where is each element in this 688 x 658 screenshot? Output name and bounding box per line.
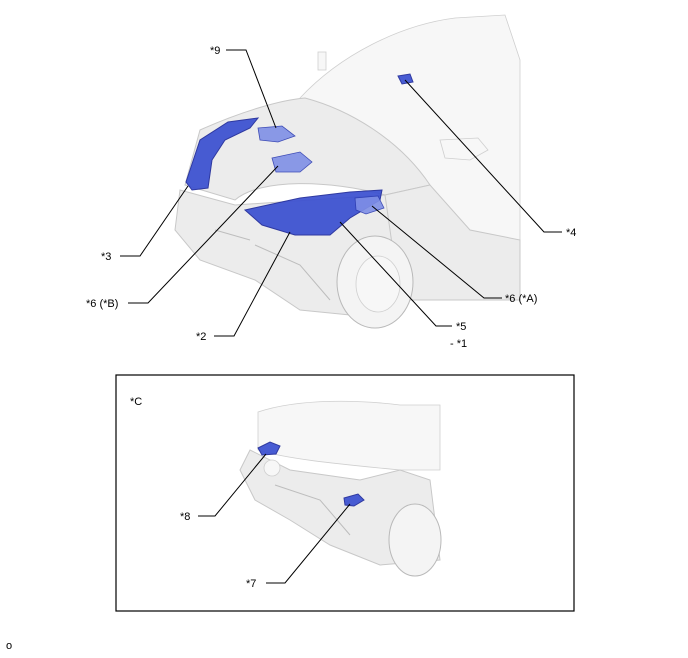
radiator-part: [271, 151, 313, 173]
leader-line-6a: [371, 205, 502, 299]
inset-label: *C: [130, 396, 142, 408]
callout-4: *4: [566, 227, 576, 239]
grille-line: [214, 229, 251, 241]
inset-frame: [115, 374, 575, 612]
leader-lines-main: [120, 49, 562, 337]
inset-hood: [257, 400, 441, 471]
callout-7: *7: [246, 578, 256, 590]
inset-c: *C *8 *7: [115, 374, 575, 612]
grille-line: [254, 244, 331, 301]
leader-line-4: [404, 79, 562, 233]
callout-5: *5: [456, 321, 466, 333]
callout-3: *3: [101, 251, 111, 263]
roof-antenna: [317, 51, 327, 71]
callouts-main: *9 *4 *3 *6 (*B) *6 (*A) *2 *5 - *1: [86, 45, 576, 350]
leader-line-9: [226, 49, 277, 129]
inset-fog-lamp: [263, 459, 281, 477]
callout-6b: *6 (*B): [86, 298, 118, 310]
leader-line-5: [339, 221, 452, 327]
left-headlamp-part: [185, 117, 260, 191]
callout-6a: *6 (*A): [505, 293, 537, 305]
callout-1: - *1: [450, 338, 467, 350]
inset-grille-line: [274, 484, 351, 536]
roof-sensor-part: [397, 73, 414, 85]
side-mirror: [439, 137, 489, 161]
center-sensor-part: [343, 493, 365, 507]
footer-code: o: [6, 640, 13, 652]
leader-line-6b: [128, 165, 279, 304]
leader-line-2: [214, 231, 291, 337]
main-vehicle-illustration: [174, 14, 521, 329]
hood-module-part: [257, 125, 296, 143]
callout-2: *2: [196, 331, 206, 343]
left-side-sensor-part: [257, 441, 281, 456]
leader-line-3: [120, 185, 189, 257]
callout-8: *8: [180, 511, 190, 523]
leader-line-7: [266, 503, 351, 584]
front-wheel-hub: [355, 255, 401, 313]
callout-9: *9: [210, 45, 220, 57]
highlighted-parts-main: [185, 73, 414, 236]
inset-wheel: [388, 503, 442, 577]
leader-line-8: [198, 453, 267, 517]
